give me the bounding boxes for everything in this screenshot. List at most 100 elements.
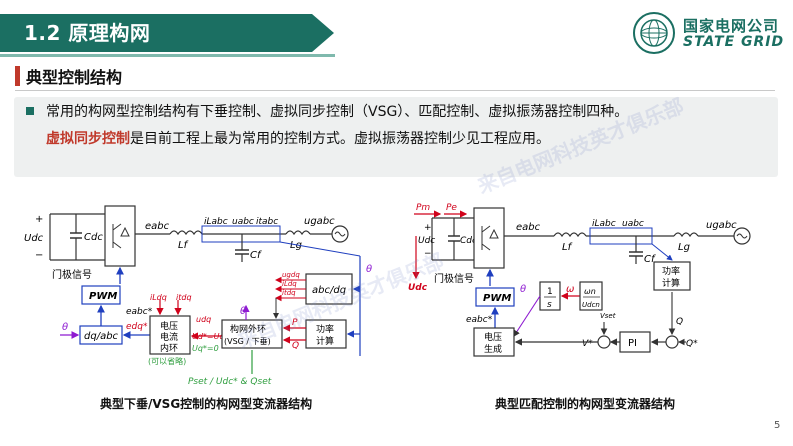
power-calc-right-line-2: 计算 xyxy=(662,277,680,289)
inductor-lg-right xyxy=(673,232,699,238)
inductor-lf-right xyxy=(553,232,587,238)
lg-label-right: Lg xyxy=(678,242,690,253)
vc-loop-line-1: 电压 xyxy=(160,320,178,332)
eabc-label-right: eabc xyxy=(516,222,541,233)
gate-signal-label-right: 门极信号 xyxy=(434,272,474,285)
lf-label: Lf xyxy=(178,240,189,251)
ugabc-label: ugabc xyxy=(304,216,335,227)
summary-line-2-rest: 是目前工程上最为常用的控制方式。虚拟振荡器控制少见工程应用。 xyxy=(130,131,550,147)
udcn-label: Udcn xyxy=(582,301,600,309)
summary-box xyxy=(14,97,778,177)
pwm-label: PWM xyxy=(89,291,117,302)
inductor-lg xyxy=(285,230,311,236)
udq-label: udq xyxy=(196,315,211,324)
q-label-right: Q xyxy=(676,317,683,327)
section-marker xyxy=(15,66,20,86)
outer-loop-block xyxy=(221,319,283,349)
section-title: 典型控制结构 xyxy=(26,68,123,87)
eabc-star-label-right: eabc* xyxy=(466,315,493,325)
theta-label-right: θ xyxy=(520,284,526,295)
summary-line-2: 虚拟同步控制是目前工程上最为常用的控制方式。虚拟振荡器控制少见工程应用。 xyxy=(46,128,550,148)
sum-junction-1 xyxy=(597,335,611,349)
header-bar xyxy=(0,14,334,52)
voltage-gen-block xyxy=(473,327,515,357)
udc-label: Udc xyxy=(24,233,44,244)
omega-label: ω xyxy=(566,284,574,295)
dc-plus-label: + xyxy=(35,214,43,225)
p-label: P xyxy=(292,318,298,328)
voltage-gen-line-1: 电压 xyxy=(484,331,502,343)
itdq-label: itdq xyxy=(176,293,192,302)
section-divider xyxy=(15,90,775,91)
ilabc-label: iLabc xyxy=(204,217,228,227)
outer-loop-line-1: 构网外环 xyxy=(230,323,266,335)
itdq-label-2: itdq xyxy=(282,289,296,297)
diagram-left: + − Udc Cdc eabc Lf iLabc uabc itabc Lg … xyxy=(24,205,372,387)
pwm-block-right xyxy=(475,287,515,307)
logo-text-cn: 国家电网公司 xyxy=(683,17,780,35)
ugabc-label-right: ugabc xyxy=(706,220,737,231)
theta-mid-label: θ xyxy=(240,306,246,317)
cdc-label: Cdc xyxy=(84,232,103,243)
logo-text-en: STATE GRID xyxy=(683,34,785,50)
cdc-label-right: Cdc xyxy=(460,236,477,246)
lf-label-right: Lf xyxy=(562,242,573,253)
dc-minus-label: − xyxy=(35,250,43,261)
cf-label: Cf xyxy=(250,250,262,261)
power-calc-block-right xyxy=(653,261,691,291)
gain-block xyxy=(579,281,603,311)
itabc-label: itabc xyxy=(256,217,278,227)
measure-box xyxy=(201,225,281,243)
pwm-block xyxy=(81,285,121,305)
vc-loop-line-2: 电流 xyxy=(160,331,178,343)
edq-star-label: edq* xyxy=(126,322,148,332)
dq-abc-label: dq/abc xyxy=(84,331,119,342)
q-label: Q xyxy=(292,341,299,351)
ildq-label: iLdq xyxy=(150,293,167,302)
abc-dq-block xyxy=(305,273,353,305)
pi-block xyxy=(619,331,651,353)
udc-red-label: Udc xyxy=(408,283,428,293)
integrator-num: 1 xyxy=(547,287,553,297)
eabc-label: eabc xyxy=(145,221,170,232)
dq-abc-block xyxy=(79,325,123,345)
voltage-current-loop-block xyxy=(149,315,191,355)
state-grid-logo-icon xyxy=(633,12,675,54)
summary-line-1: 常用的构网型控制结构有下垂控制、虚拟同步控制（VSG）、匹配控制、虚拟振荡器控制… xyxy=(46,104,629,120)
uq-star-label: Uq*=0 xyxy=(192,344,219,353)
integrator-den: s xyxy=(547,300,552,310)
measure-box-right xyxy=(589,227,653,245)
page-title: 1.2 原理构网 xyxy=(24,21,151,45)
vc-loop-line-3: 内环 xyxy=(160,342,178,354)
power-calc-line-1: 功率 xyxy=(316,323,334,335)
power-calc-block xyxy=(305,319,347,349)
uabc-label-right: uabc xyxy=(622,219,644,229)
outer-loop-line-2: (VSG / 下垂) xyxy=(224,336,271,346)
pi-label: PI xyxy=(628,338,637,349)
gate-signal-label: 门极信号 xyxy=(52,268,92,281)
header-stripe xyxy=(0,54,335,57)
pwm-label-right: PWM xyxy=(483,293,511,304)
converter-block xyxy=(104,205,136,267)
caption-right: 典型匹配控制的构网型变流器结构 xyxy=(495,397,676,411)
omega-n-label: ωn xyxy=(584,287,596,296)
power-calc-line-2: 计算 xyxy=(316,335,334,347)
cf-label-right: Cf xyxy=(644,254,656,265)
ilabc-label-right: iLabc xyxy=(592,219,616,229)
inductor-lf xyxy=(169,230,203,236)
converter-block-right xyxy=(473,207,505,269)
dc-minus-label-right: − xyxy=(424,249,432,259)
power-calc-right-line-1: 功率 xyxy=(662,265,680,277)
vset-label: Vset xyxy=(600,312,616,320)
v-star-label: V* xyxy=(582,339,593,349)
eabc-star-label: eabc* xyxy=(126,307,153,317)
lg-label: Lg xyxy=(290,240,302,251)
ugdq-label: ugdq xyxy=(282,271,300,279)
voltage-gen-line-2: 生成 xyxy=(484,343,502,355)
dc-plus-label-right: + xyxy=(424,223,432,233)
abc-dq-label: abc/dq xyxy=(312,285,346,296)
optional-note: (可以省略) xyxy=(148,356,186,366)
page-number: 5 xyxy=(774,420,781,431)
uabc-label: uabc xyxy=(232,217,254,227)
theta-right-label: θ xyxy=(366,264,372,275)
